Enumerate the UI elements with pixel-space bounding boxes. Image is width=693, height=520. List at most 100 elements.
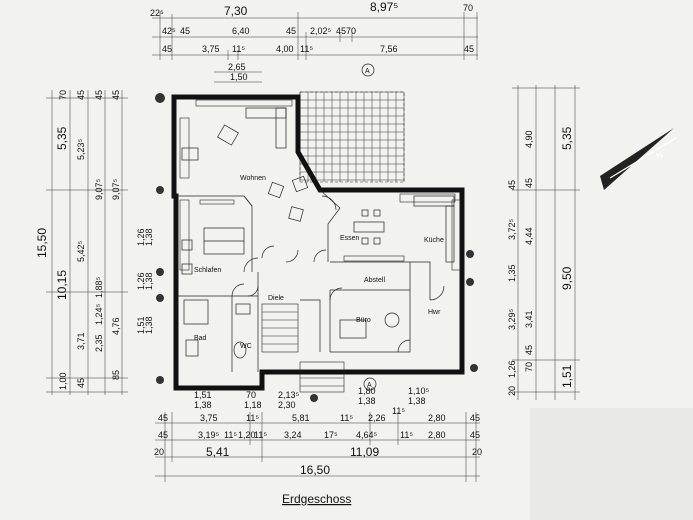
dim-left-s4: 1,00 xyxy=(58,372,68,390)
dim-bot-win-f: 2,30 xyxy=(278,400,296,410)
dim-right-i6: 3,41 xyxy=(524,310,534,328)
bottom-opening-dims: 1,51 1,38 70 1,18 2,13⁵ 2,30 1,80 1,38 1… xyxy=(194,386,430,410)
dim-bottom-2b: 3,19⁵ xyxy=(198,430,220,440)
plant-symbols xyxy=(155,93,478,402)
dim-bottom-1g: 11⁵ xyxy=(392,406,405,416)
dim-left-i9: 1,88⁵ xyxy=(94,276,104,298)
right-dimensions: 5,35 9,50 1,51 4,90 45 45 3,72⁵ 4,44 1,3… xyxy=(507,85,580,400)
dim-right-a: 5,35 xyxy=(560,126,574,150)
room-labels: Wohnen Essen Küche Schlafen Diele Abstel… xyxy=(194,175,444,350)
dim-right-b: 9,50 xyxy=(560,266,574,290)
dim-left-i5: 2,35 xyxy=(94,334,104,352)
dim-bottom-1e: 11⁵ xyxy=(340,413,353,423)
top-opening-dims: 2,65 1,50 xyxy=(214,62,262,83)
dim-right-i9: 20 xyxy=(507,386,517,396)
dim-top-3f: 7,56 xyxy=(380,44,398,54)
dim-left-win-d: 1,38 xyxy=(144,272,154,290)
dim-left-i11: 9,07⁵ xyxy=(111,178,121,200)
section-marker-top-label: A xyxy=(365,68,370,75)
dim-bottom-2i: 11⁵ xyxy=(400,430,413,440)
room-kueche: Küche xyxy=(424,237,444,244)
north-arrow: N xyxy=(600,128,677,190)
room-wohnen: Wohnen xyxy=(240,175,266,182)
dim-right-i1: 45 xyxy=(524,178,534,188)
dim-right-i2: 45 xyxy=(507,180,517,190)
section-marker-bottom-label: A xyxy=(367,382,372,389)
dim-right-i11: 45 xyxy=(524,345,534,355)
dim-top-3c: 11⁵ xyxy=(232,44,245,54)
dim-right-i0: 4,90 xyxy=(524,130,534,148)
interior-walls xyxy=(176,189,431,372)
dim-bottom-1i: 45 xyxy=(470,413,480,423)
dim-top-1d: 70 xyxy=(463,3,473,13)
dim-left-a: 5,35 xyxy=(55,126,69,150)
door-swings xyxy=(231,195,445,353)
dim-right-i4: 4,44 xyxy=(524,227,534,245)
dim-bottom-1h: 2,80 xyxy=(428,413,446,423)
dim-left-i7: 1,24⁵ xyxy=(94,303,104,325)
dim-top-2a: 42⁵ xyxy=(162,26,176,36)
dim-top-2g: 70 xyxy=(346,26,356,36)
dim-left-i2: 5,42⁵ xyxy=(76,240,86,262)
dim-top-3e: 11⁵ xyxy=(300,44,313,54)
room-abstell: Abstell xyxy=(364,277,385,284)
dim-right-c: 1,51 xyxy=(560,364,574,388)
dim-top-3g: 45 xyxy=(464,44,474,54)
dim-top-3a: 45 xyxy=(162,44,172,54)
dim-bottom-2d: 1,20 xyxy=(238,430,256,440)
dim-bottom-1c: 11⁵ xyxy=(246,413,259,423)
dim-bottom-2h: 4,64⁵ xyxy=(356,430,378,440)
room-essen: Essen xyxy=(340,235,360,242)
dim-left-s5: 45 xyxy=(76,378,86,388)
dim-bot-win-a: 1,51 xyxy=(194,390,212,400)
room-schlafen: Schlafen xyxy=(194,267,221,274)
section-marker-top: A xyxy=(361,63,375,77)
staircase xyxy=(261,303,345,393)
dim-bottom-2c: 11⁵ xyxy=(224,430,237,440)
dim-top-2f: 45 xyxy=(336,26,346,36)
room-buero: Büro xyxy=(356,317,371,324)
dim-left-win-b: 1,38 xyxy=(144,228,154,246)
dim-window-top-a: 2,65 xyxy=(228,62,246,72)
dim-top-2e: 2,02⁵ xyxy=(310,26,332,36)
dim-left-s1: 45 xyxy=(76,90,86,100)
dim-left-i3: 3,71 xyxy=(76,332,86,350)
dim-top-2b: 45 xyxy=(180,26,190,36)
dim-bottom-2k: 45 xyxy=(470,430,480,440)
dim-left-i0: 5,23⁵ xyxy=(76,138,86,160)
room-hwr: Hwr xyxy=(428,309,441,316)
dim-left-win-e: 1,51 xyxy=(136,316,146,334)
dim-left-s2: 45 xyxy=(94,90,104,100)
dim-window-top-b: 1,50 xyxy=(230,72,248,82)
dim-bottom-3b: 5,41 xyxy=(206,445,230,459)
dim-bottom-1d: 5,81 xyxy=(292,413,310,423)
dim-bottom-3a: 20 xyxy=(154,447,164,457)
dim-bottom-2f: 3,24 xyxy=(284,430,302,440)
dim-bottom-1b: 3,75 xyxy=(200,413,218,423)
dim-bot-win-j: 1,38 xyxy=(408,396,426,406)
dim-bottom-2g: 17⁵ xyxy=(324,430,338,440)
dim-bottom-3c: 11,09 xyxy=(350,445,379,459)
dim-right-i8: 1,26 xyxy=(507,360,517,378)
exterior-walls xyxy=(171,94,465,391)
dim-bot-win-g: 1,80 xyxy=(358,386,376,396)
dim-left-i12: 85 xyxy=(111,370,121,380)
left-opening-dims: 1,26 1,38 1,26 1,38 1,51 1,38 xyxy=(136,228,154,334)
north-arrow-label: N xyxy=(654,149,665,161)
dim-top-1c: 8,97⁵ xyxy=(370,0,398,14)
dim-bottom-2a: 45 xyxy=(158,430,168,440)
dim-left-win-f: 1,38 xyxy=(144,316,154,334)
dim-top-1a: 22⁵ xyxy=(150,8,164,18)
dim-bottom-3d: 20 xyxy=(472,447,482,457)
dim-left-win-a: 1,26 xyxy=(136,228,146,246)
dim-left-b: 10,15 xyxy=(55,270,69,300)
dim-top-3d: 4,00 xyxy=(276,44,294,54)
dim-bottom-total: 16,50 xyxy=(300,463,330,477)
dim-left-s3: 45 xyxy=(111,90,121,100)
room-wc: WC xyxy=(240,343,252,350)
bottom-dimensions: 45 3,75 11⁵ 5,81 11⁵ 2,26 11⁵ 2,80 45 45… xyxy=(154,406,482,482)
dim-left-s0: 70 xyxy=(58,90,68,100)
dim-left-win-c: 1,26 xyxy=(136,272,146,290)
left-dimensions: 15,50 5,35 10,15 70 45 45 45 1,00 45 5,2… xyxy=(35,90,128,395)
